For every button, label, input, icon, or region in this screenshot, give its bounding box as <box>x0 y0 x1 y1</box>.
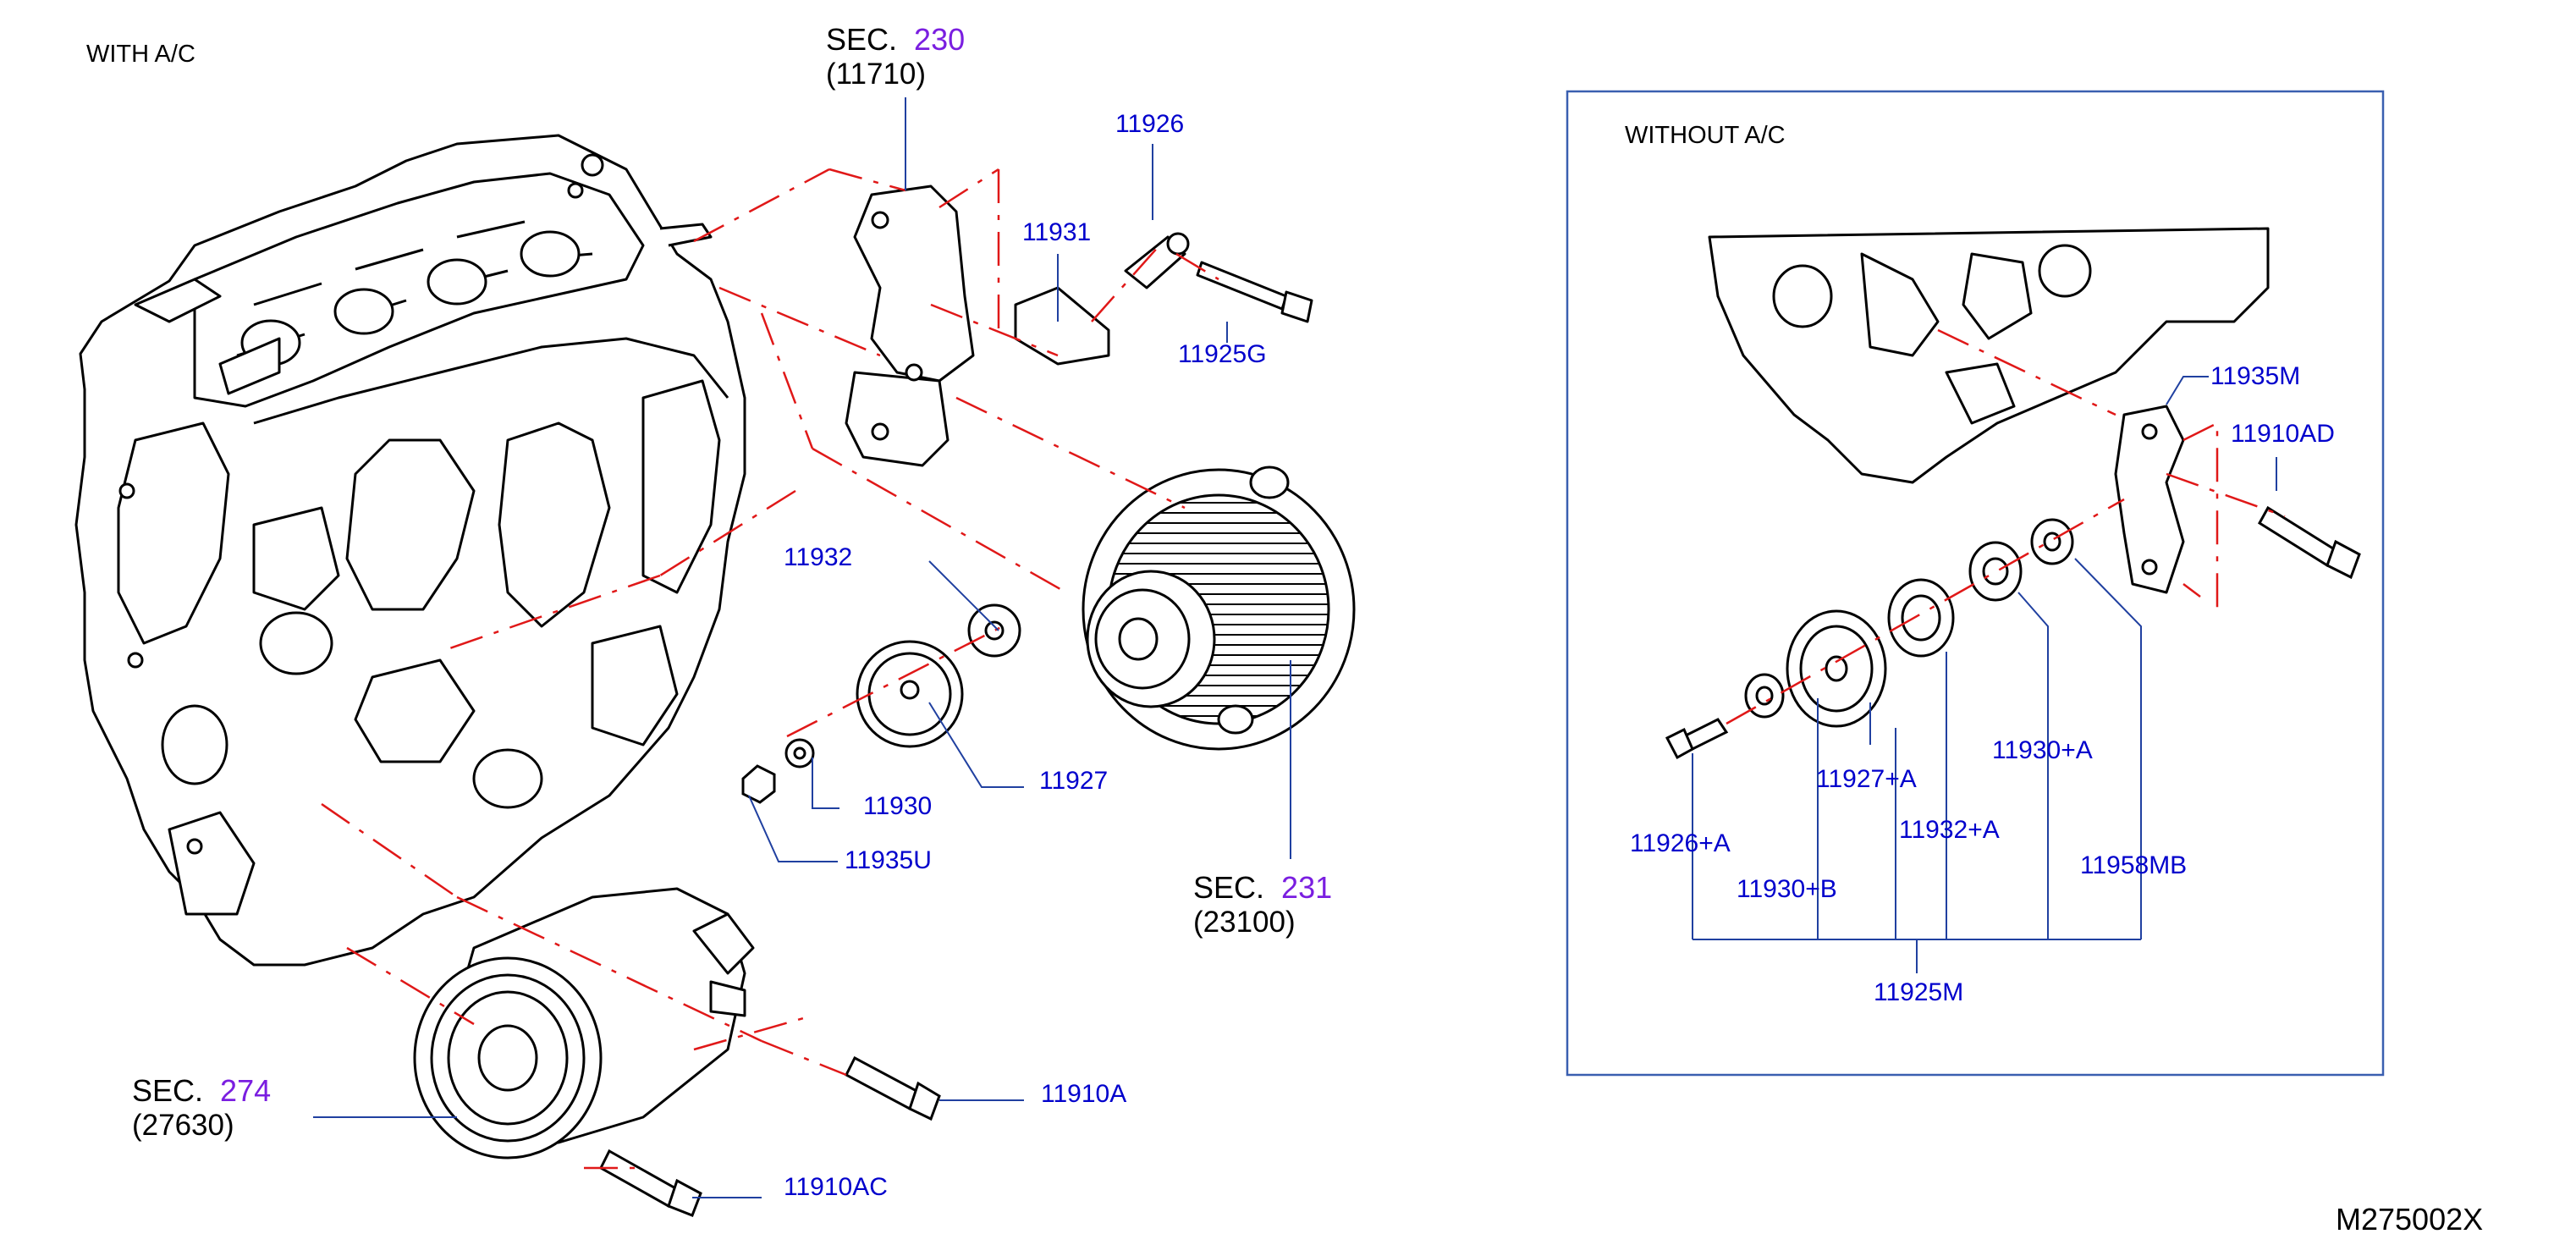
diagram-code: M275002X <box>2336 1202 2484 1237</box>
section-number: 231 <box>1281 870 1333 905</box>
section-230-ref: (11710) <box>826 58 927 91</box>
section-prefix: SEC. <box>132 1073 204 1108</box>
section-231-ref: (23100) <box>1193 906 1296 939</box>
idler-pulley-group <box>741 603 1021 804</box>
centerlines <box>321 168 1219 1170</box>
part-label-11930-b[interactable]: 11930+B <box>1737 875 1837 903</box>
part-label-11910ac[interactable]: 11910AC <box>784 1173 888 1201</box>
part-label-11930[interactable]: 11930 <box>863 792 933 820</box>
section-number: 230 <box>914 22 966 57</box>
engine-fragment-without-ac <box>1708 227 2270 484</box>
part-label-11910ad[interactable]: 11910AD <box>2231 420 2335 448</box>
part-label-11925g[interactable]: 11925G <box>1178 340 1267 368</box>
section-number: 274 <box>220 1073 272 1108</box>
part-label-11932[interactable]: 11932 <box>784 543 853 571</box>
part-label-11958mb[interactable]: 11958MB <box>2080 851 2188 879</box>
section-274-ref: (27630) <box>132 1109 234 1142</box>
bracket-11935m <box>2114 405 2185 594</box>
part-label-11931[interactable]: 11931 <box>1022 218 1092 246</box>
section-prefix: SEC. <box>826 22 898 57</box>
engine-block-with-ac <box>74 134 746 967</box>
section-prefix: SEC. <box>1193 870 1265 905</box>
without-ac-header: WITHOUT A/C <box>1625 122 1786 149</box>
leader-lines <box>313 97 1291 1198</box>
without-ac-inset-frame <box>1566 90 2385 1077</box>
part-label-11930-a[interactable]: 11930+A <box>1992 736 2093 764</box>
section-274-label[interactable]: SEC. 274 <box>132 1073 271 1109</box>
ac-compressor <box>413 887 755 1160</box>
part-label-11925m[interactable]: 11925M <box>1874 978 1964 1006</box>
compressor-bolts <box>599 1055 941 1217</box>
inset-leader-lines <box>1692 376 2277 973</box>
part-label-11926-a[interactable]: 11926+A <box>1630 829 1731 857</box>
part-label-11935m[interactable]: 11935M <box>2210 362 2301 390</box>
part-label-11927[interactable]: 11927 <box>1039 767 1109 795</box>
alternator <box>1082 465 1356 751</box>
part-label-11927-a[interactable]: 11927+A <box>1816 765 1917 793</box>
inset-centerlines <box>1726 328 2286 725</box>
part-label-11935u[interactable]: 11935U <box>845 846 932 874</box>
section-230-label[interactable]: SEC. 230 <box>826 22 965 58</box>
pulley-stack-without-ac <box>1665 518 2074 760</box>
part-label-11932-a[interactable]: 11932+A <box>1899 816 2000 844</box>
clip-and-bolts <box>1014 232 1313 366</box>
part-label-11926[interactable]: 11926 <box>1115 110 1185 138</box>
part-label-11910a[interactable]: 11910A <box>1041 1080 1127 1108</box>
with-ac-header: WITH A/C <box>86 41 195 68</box>
bolt-11910ad <box>2257 505 2361 580</box>
section-231-label[interactable]: SEC. 231 <box>1193 870 1332 906</box>
alternator-bracket <box>845 185 975 467</box>
